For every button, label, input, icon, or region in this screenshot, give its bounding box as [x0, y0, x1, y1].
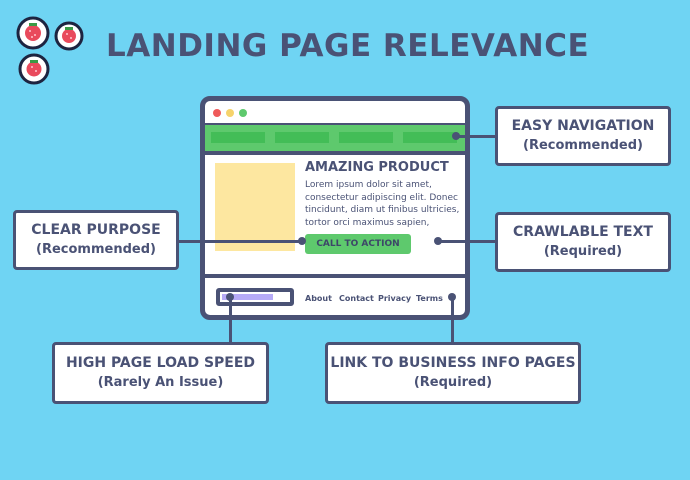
connector-dot [448, 293, 456, 301]
footer-link-terms[interactable]: Terms [416, 294, 443, 303]
navigation-bar [205, 125, 465, 151]
maximize-dot-icon [239, 109, 247, 117]
label-subtitle: (Recommended) [36, 242, 156, 257]
logo-icon [16, 16, 84, 85]
label-title: CLEAR PURPOSE [31, 222, 161, 238]
label-title: HIGH PAGE LOAD SPEED [65, 355, 256, 371]
label-subtitle: (Required) [543, 244, 623, 259]
footer-link-about[interactable]: About [305, 294, 332, 303]
product-image [215, 163, 295, 251]
nav-divider [205, 151, 465, 155]
label-crawlable-text: CRAWLABLE TEXT (Required) [495, 212, 671, 272]
connector-dot [226, 293, 234, 301]
nav-item[interactable] [403, 132, 457, 143]
browser-window: AMAZING PRODUCT Lorem ipsum dolor sit am… [200, 96, 470, 320]
label-clear-purpose: CLEAR PURPOSE (Recommended) [13, 210, 179, 270]
minimize-dot-icon [226, 109, 234, 117]
connector-dot [298, 237, 306, 245]
footer-divider [205, 274, 465, 278]
product-description: Lorem ipsum dolor sit amet, consectetur … [305, 180, 460, 228]
product-title: AMAZING PRODUCT [305, 160, 449, 175]
label-title: CRAWLABLE TEXT [513, 224, 653, 240]
nav-item[interactable] [339, 132, 393, 143]
label-title: EASY NAVIGATION [511, 118, 655, 134]
nav-item[interactable] [211, 132, 265, 143]
label-business-links: LINK TO BUSINESS INFO PAGES (Required) [325, 342, 581, 404]
connector-business-links [451, 298, 454, 344]
connector-load-speed [229, 298, 232, 344]
load-progress-fill [222, 294, 273, 300]
close-dot-icon [213, 109, 221, 117]
connector-easy-navigation [456, 135, 498, 138]
label-subtitle: (Recommended) [523, 138, 643, 153]
connector-dot [434, 237, 442, 245]
nav-item[interactable] [275, 132, 329, 143]
connector-clear-purpose [176, 240, 302, 243]
page-title: LANDING PAGE RELEVANCE [106, 28, 590, 64]
connector-crawlable-text [440, 240, 498, 243]
call-to-action-button[interactable]: CALL TO ACTION [305, 234, 411, 254]
footer-link-contact[interactable]: Contact [339, 294, 374, 303]
label-title: LINK TO BUSINESS INFO PAGES [330, 355, 576, 371]
footer-link-privacy[interactable]: Privacy [378, 294, 412, 303]
connector-dot [452, 132, 460, 140]
load-progress-bar [216, 288, 294, 306]
label-load-speed: HIGH PAGE LOAD SPEED (Rarely An Issue) [52, 342, 269, 404]
label-subtitle: (Required) [413, 375, 493, 390]
label-easy-navigation: EASY NAVIGATION (Recommended) [495, 106, 671, 166]
label-subtitle: (Rarely An Issue) [97, 375, 224, 390]
